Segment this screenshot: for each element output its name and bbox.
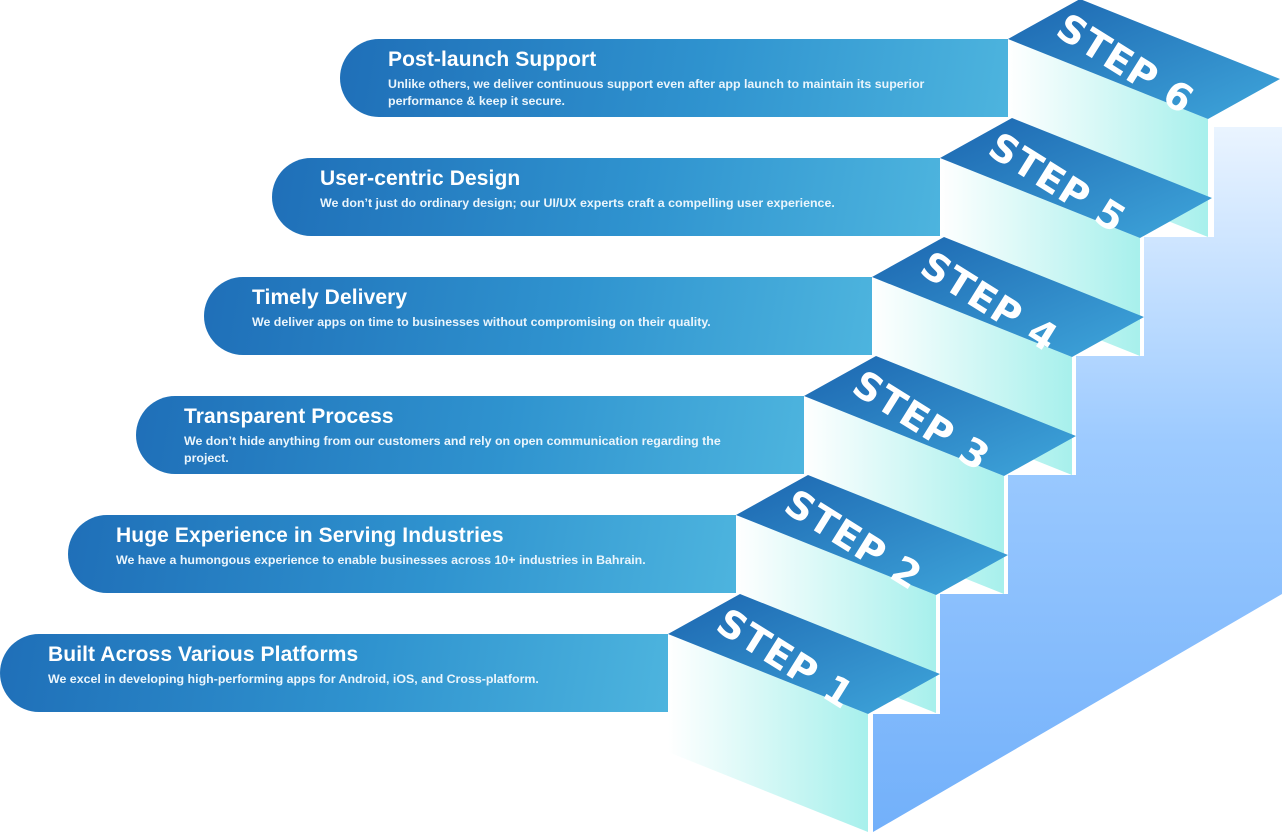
step-title: Built Across Various Platforms xyxy=(48,643,359,666)
step-card-2: Huge Experience in Serving Industries We … xyxy=(68,515,736,593)
step-description: We excel in developing high-performing a… xyxy=(48,672,539,686)
step-title: Huge Experience in Serving Industries xyxy=(116,524,504,547)
step-card-3: Transparent Process We don’t hide anythin… xyxy=(136,396,804,474)
step-title: Post-launch Support xyxy=(388,48,597,71)
step-top-face xyxy=(872,237,1144,357)
step-card-4: Timely Delivery We deliver apps on time t… xyxy=(204,277,872,355)
step-riser xyxy=(668,634,868,832)
step-title: User-centric Design xyxy=(320,167,521,190)
step-top-face xyxy=(668,594,940,714)
staircase-side-wall xyxy=(873,127,1282,832)
step-description: We don’t just do ordinary design; our UI… xyxy=(320,196,835,210)
step-title: Transparent Process xyxy=(184,405,394,428)
step-top-face xyxy=(940,118,1212,238)
step-title: Timely Delivery xyxy=(252,286,408,309)
step-top-face xyxy=(1008,0,1280,119)
step-card-5: User-centric Design We don’t just do ordi… xyxy=(272,158,940,236)
step-description: We have a humongous experience to enable… xyxy=(116,553,646,567)
step-top-face xyxy=(736,475,1008,595)
step-description: We deliver apps on time to businesses wi… xyxy=(252,315,711,329)
step-top-face xyxy=(804,356,1076,476)
step-description: We don’t hide anything from our customer… xyxy=(184,434,721,465)
step-description: Unlike others, we deliver continuous sup… xyxy=(388,77,925,108)
step-card-1: Built Across Various Platforms We excel i… xyxy=(0,634,668,712)
